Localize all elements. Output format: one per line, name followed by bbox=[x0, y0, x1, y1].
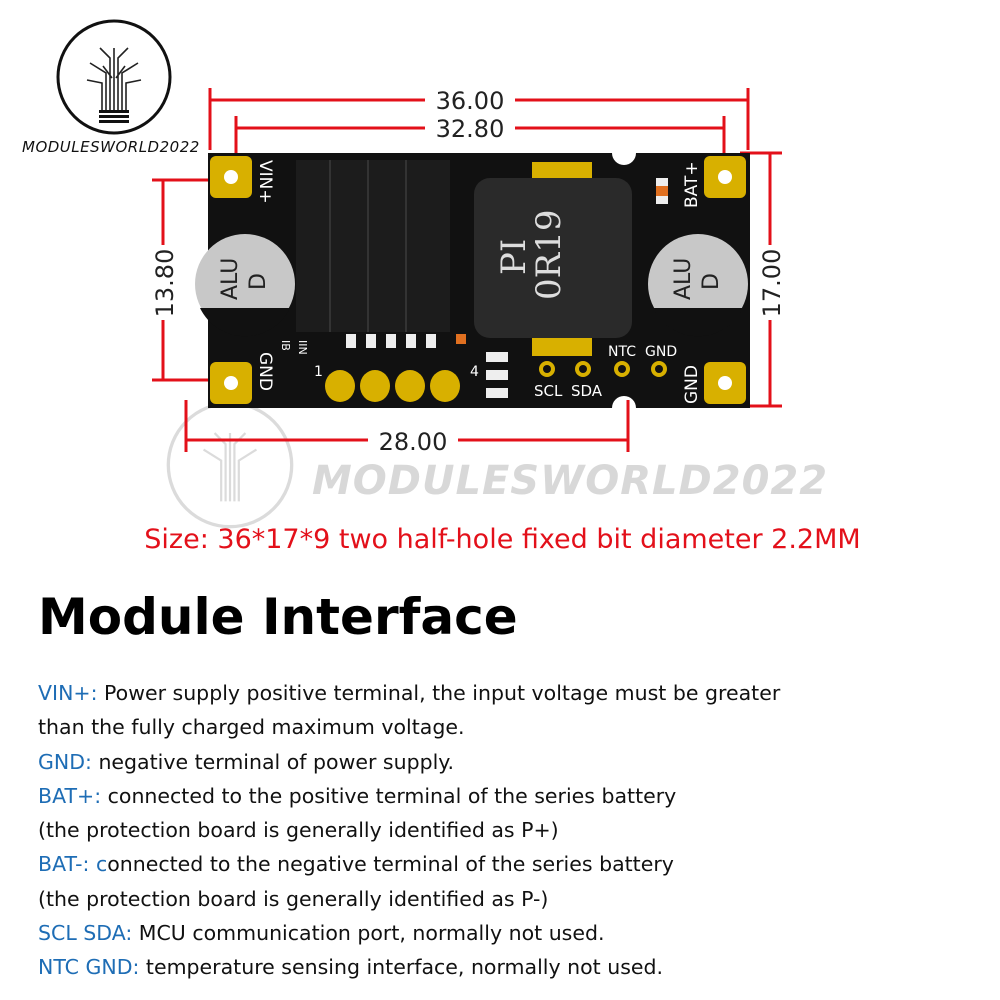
capacitor-mark: D bbox=[699, 273, 724, 290]
gnd-left-label: GND bbox=[255, 352, 275, 391]
interface-line: NTC GND: temperature sensing interface, … bbox=[38, 955, 664, 980]
led-last-label: 4 bbox=[470, 364, 479, 380]
interface-line: (the protection board is generally ident… bbox=[38, 818, 559, 843]
bat-label: BAT+ bbox=[682, 161, 702, 208]
watermark-text: MODULESWORLD2022 bbox=[312, 458, 829, 504]
interface-line: BAT-: connected to the negative terminal… bbox=[38, 852, 674, 877]
dim-overall-length: 36.00 bbox=[436, 87, 505, 115]
ib-label: IB bbox=[279, 340, 292, 351]
vin-label: VIN+ bbox=[255, 160, 275, 204]
gnd-right-label: GND bbox=[682, 365, 702, 404]
size-description: Size: 36*17*9 two half-hole fixed bit di… bbox=[144, 524, 861, 555]
scl-label: SCL bbox=[534, 382, 563, 400]
gnd-small-label: GND bbox=[645, 344, 677, 360]
module-dimension-diagram: 36.00 32.80 28.00 13.80 17.00 PI 0R19 AL… bbox=[150, 87, 786, 456]
inductor-label-1: PI bbox=[494, 239, 534, 275]
capacitor-mark: D bbox=[246, 273, 271, 290]
brand-logo bbox=[56, 19, 172, 135]
ntc-label: NTC bbox=[608, 344, 636, 360]
interface-line: GND: negative terminal of power supply. bbox=[38, 749, 455, 774]
led-first-label: 1 bbox=[314, 364, 323, 380]
dim-left-height: 13.80 bbox=[151, 249, 179, 318]
inductor-label-2: 0R19 bbox=[529, 210, 569, 301]
capacitor-brand: ALU bbox=[218, 258, 243, 300]
dim-bottom-length: 28.00 bbox=[379, 428, 448, 456]
iin-label: IIN bbox=[296, 340, 309, 355]
capacitor-brand: ALU bbox=[671, 258, 696, 300]
interface-line: VIN+: Power supply positive terminal, th… bbox=[38, 681, 781, 705]
interface-line: than the fully charged maximum voltage. bbox=[38, 715, 465, 740]
sda-label: SDA bbox=[571, 382, 603, 400]
dim-right-height: 17.00 bbox=[758, 249, 786, 318]
brand-name: MODULESWORLD2022 bbox=[22, 138, 200, 156]
interface-description-list: VIN+: Power supply positive terminal, th… bbox=[38, 676, 780, 985]
interface-line: (the protection board is generally ident… bbox=[38, 886, 549, 911]
interface-line: BAT+: connected to the positive terminal… bbox=[38, 783, 677, 808]
interface-line: SCL SDA: MCU communication port, normall… bbox=[38, 921, 605, 946]
section-heading: Module Interface bbox=[38, 588, 518, 646]
dim-hole-spacing: 32.80 bbox=[436, 115, 505, 143]
